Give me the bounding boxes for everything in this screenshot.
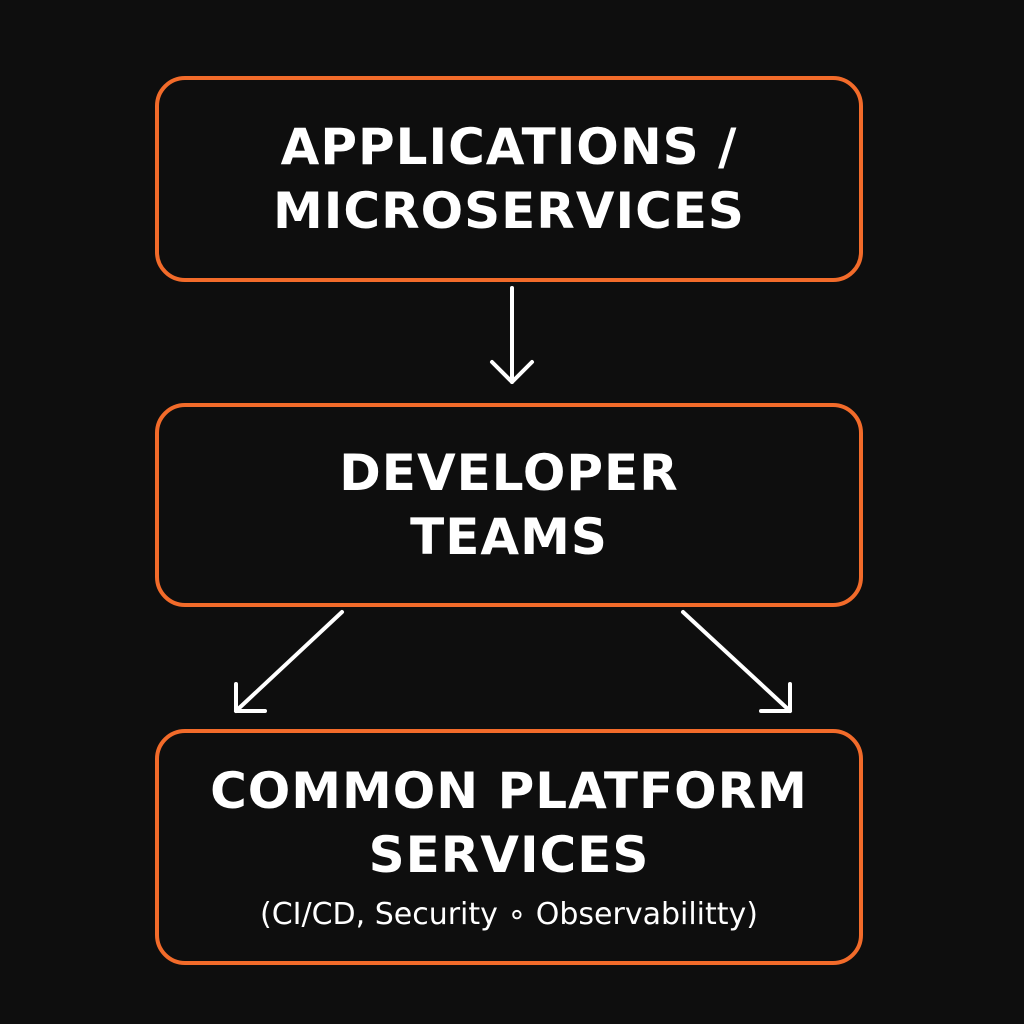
arrow-teams-to-platform-left (234, 610, 344, 713)
applications-microservices-box: APPLICATIONS / MICROSERVICES (155, 76, 863, 282)
box-subtitle: (CI/CD, Security ∘ Observabilitty) (259, 897, 759, 932)
arrow-teams-to-platform-right (681, 610, 792, 713)
box-title-line: MICROSERVICES (273, 182, 745, 240)
common-platform-services-box: COMMON PLATFORM SERVICES (CI/CD, Securit… (155, 729, 863, 965)
box-title-line: APPLICATIONS / (280, 118, 738, 176)
developer-teams-box: DEVELOPER TEAMS (155, 403, 863, 607)
box-title-line: SERVICES (368, 826, 650, 884)
arrow-apps-to-teams (490, 286, 534, 384)
box-title-line: DEVELOPER (339, 444, 679, 502)
box-title-line: TEAMS (410, 508, 608, 566)
box-title-line: COMMON PLATFORM (210, 762, 808, 820)
